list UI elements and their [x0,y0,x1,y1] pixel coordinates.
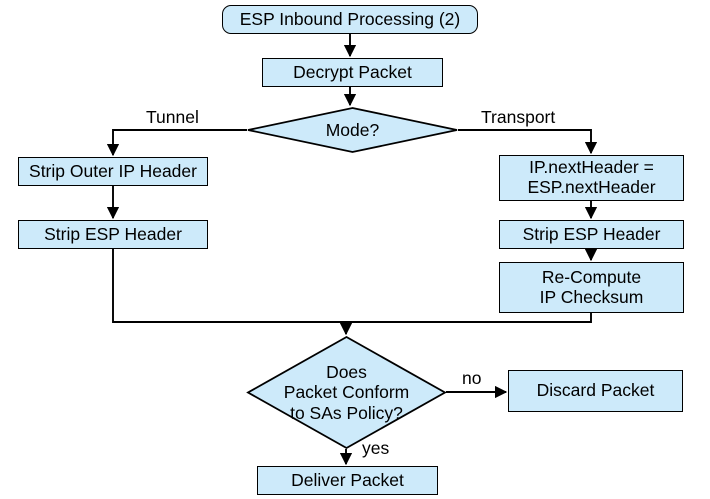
edge-mode-tunnel-to-strip-outer [106,129,247,157]
edge-label-yes: yes [362,438,390,458]
edge-label-transport: Transport [481,107,556,127]
node-recompute-ip-checksum[interactable]: Re-Compute IP Checksum [499,262,684,313]
conform-diamond-shape [246,335,447,450]
node-packet-conform-decision-label: Does Packet Conform to SAs Policy? [283,362,410,423]
node-ip-nextheader-assign[interactable]: IP.nextHeader = ESP.nextHeader [499,155,684,201]
edge-mode-transport-to-nextheader [458,129,598,155]
node-esp-inbound-processing[interactable]: ESP Inbound Processing (2) [222,5,478,34]
node-mode-decision-label: Mode? [325,119,380,140]
edge-label-tunnel: Tunnel [146,107,199,127]
node-mode-decision[interactable]: Mode? [247,107,458,153]
mode-diamond-shape [247,107,458,153]
node-deliver-packet[interactable]: Deliver Packet [257,466,438,495]
edge-tunnel-merge-rail [112,249,346,323]
edge-transport-merge-rail [346,313,592,323]
node-discard-packet[interactable]: Discard Packet [508,370,683,412]
node-decrypt-packet[interactable]: Decrypt Packet [262,58,443,87]
node-packet-conform-decision[interactable]: Does Packet Conform to SAs Policy? [246,335,447,450]
node-strip-esp-header-transport[interactable]: Strip ESP Header [499,220,684,249]
node-strip-esp-header-tunnel[interactable]: Strip ESP Header [18,220,208,249]
node-strip-outer-ip-header[interactable]: Strip Outer IP Header [18,157,208,186]
edge-label-no: no [462,368,482,388]
